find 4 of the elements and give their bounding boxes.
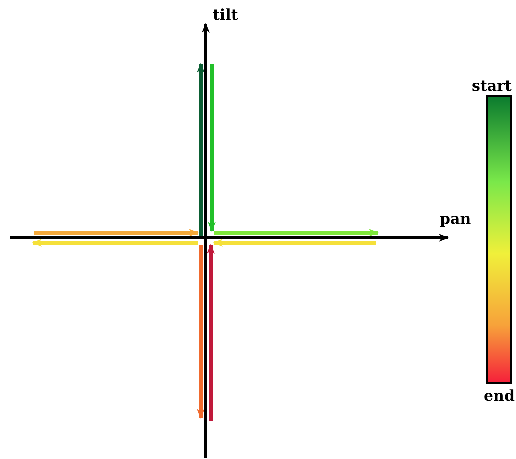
axis-label: pan [440,210,472,228]
scale-label: start [472,77,512,95]
scale-label: end [484,387,515,405]
axis-label: tilt [213,6,238,24]
